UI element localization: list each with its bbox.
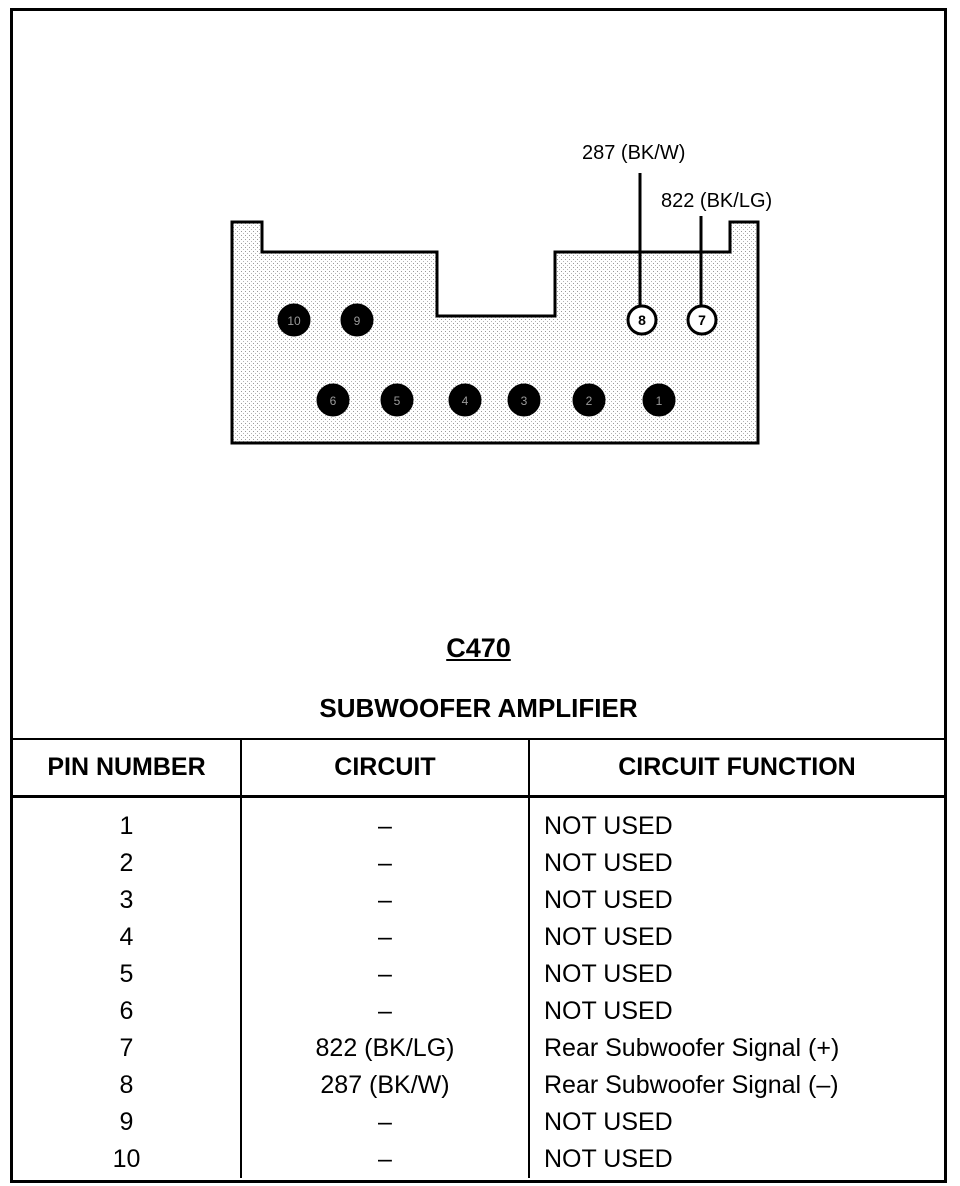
header-pin-number: PIN NUMBER	[13, 738, 241, 798]
table-row: 4 –NOT USED	[13, 919, 944, 956]
circuit-cell: –	[240, 919, 529, 956]
pin-number-cell: 5	[119, 960, 134, 988]
pin-number-cell: 7	[119, 1034, 134, 1062]
table-header-row: PIN NUMBER CIRCUIT CIRCUIT FUNCTION	[13, 738, 944, 798]
table-row: 10 –NOT USED	[13, 1141, 944, 1178]
pin-6-label: 6	[330, 394, 337, 408]
pin-9-cavity	[340, 303, 374, 337]
pin-4-label: 4	[462, 394, 469, 408]
circuit-cell: –	[240, 882, 529, 919]
wire-label-822: 822 (BK/LG)	[661, 190, 772, 212]
table-row: 1 –NOT USED	[13, 796, 944, 845]
table-row: 5 –NOT USED	[13, 956, 944, 993]
header-circuit-function: CIRCUIT FUNCTION	[528, 738, 944, 798]
connector-housing	[230, 220, 760, 445]
connector-face-diagram: 287 (BK/W) 822 (BK/LG) 10 9 8 7 6 5 4 3 2 1	[230, 142, 772, 445]
pin-number-cell: 6	[119, 997, 134, 1025]
pin-4-cavity	[448, 383, 482, 417]
table-row: 6 –NOT USED	[13, 993, 944, 1030]
pin-number-cell: 8	[119, 1071, 134, 1099]
pin-number-cell: 4	[119, 923, 134, 951]
pin-7-cavity	[686, 304, 718, 336]
circuit-function-cell: Rear Subwoofer Signal (+)	[528, 1030, 944, 1067]
circuit-function-cell: NOT USED	[528, 1104, 944, 1141]
pin-2-cavity	[572, 383, 606, 417]
circuit-cell: 822 (BK/LG)	[240, 1030, 529, 1067]
circuit-cell: –	[240, 993, 529, 1030]
circuit-cell: –	[240, 1104, 529, 1141]
connector-code: C470	[446, 633, 511, 663]
pin-table: PIN NUMBER CIRCUIT CIRCUIT FUNCTION 1–NO…	[13, 738, 944, 1178]
circuit-function-cell: NOT USED	[528, 956, 944, 993]
pin-5-label: 5	[394, 394, 401, 408]
pin-group: 10 9 8 7 6 5 4 3 2 1	[277, 303, 718, 417]
pin-1-cavity	[642, 383, 676, 417]
circuit-cell: –	[240, 956, 529, 993]
table-row: 9 –NOT USED	[13, 1104, 944, 1141]
pin-5-cavity	[380, 383, 414, 417]
circuit-function-cell: NOT USED	[528, 796, 944, 845]
pin-3-cavity	[507, 383, 541, 417]
circuit-function-cell: NOT USED	[528, 919, 944, 956]
pin-10-label: 10	[287, 314, 301, 328]
pin-3-label: 3	[521, 394, 528, 408]
pin-number-cell: 2	[119, 849, 134, 877]
pin-number-cell: 1	[119, 812, 134, 840]
pin-8-cavity	[626, 304, 658, 336]
header-circuit: CIRCUIT	[240, 738, 529, 798]
circuit-cell: 287 (BK/W)	[240, 1067, 529, 1104]
pin-number-cell: 10	[112, 1145, 141, 1173]
pin-8-label: 8	[638, 312, 646, 328]
pin-10-cavity	[277, 303, 311, 337]
table-row: 8 287 (BK/W)Rear Subwoofer Signal (–)	[13, 1067, 944, 1104]
circuit-function-cell: NOT USED	[528, 882, 944, 919]
table-row: 3 –NOT USED	[13, 882, 944, 919]
circuit-function-cell: NOT USED	[528, 1141, 944, 1178]
pin-2-label: 2	[586, 394, 593, 408]
circuit-function-cell: NOT USED	[528, 845, 944, 882]
circuit-function-cell: NOT USED	[528, 993, 944, 1030]
pin-number-cell: 3	[119, 886, 134, 914]
circuit-cell: –	[240, 796, 529, 845]
table-row: 2 –NOT USED	[13, 845, 944, 882]
pin-number-cell: 9	[119, 1108, 134, 1136]
wire-label-287: 287 (BK/W)	[582, 142, 685, 164]
pin-7-label: 7	[698, 312, 706, 328]
pin-9-label: 9	[354, 314, 361, 328]
table-row: 7 822 (BK/LG)Rear Subwoofer Signal (+)	[13, 1030, 944, 1067]
circuit-cell: –	[240, 1141, 529, 1178]
circuit-cell: –	[240, 845, 529, 882]
pin-1-label: 1	[656, 394, 663, 408]
pin-6-cavity	[316, 383, 350, 417]
circuit-function-cell: Rear Subwoofer Signal (–)	[528, 1067, 944, 1104]
connector-name: SUBWOOFER AMPLIFIER	[319, 693, 638, 723]
